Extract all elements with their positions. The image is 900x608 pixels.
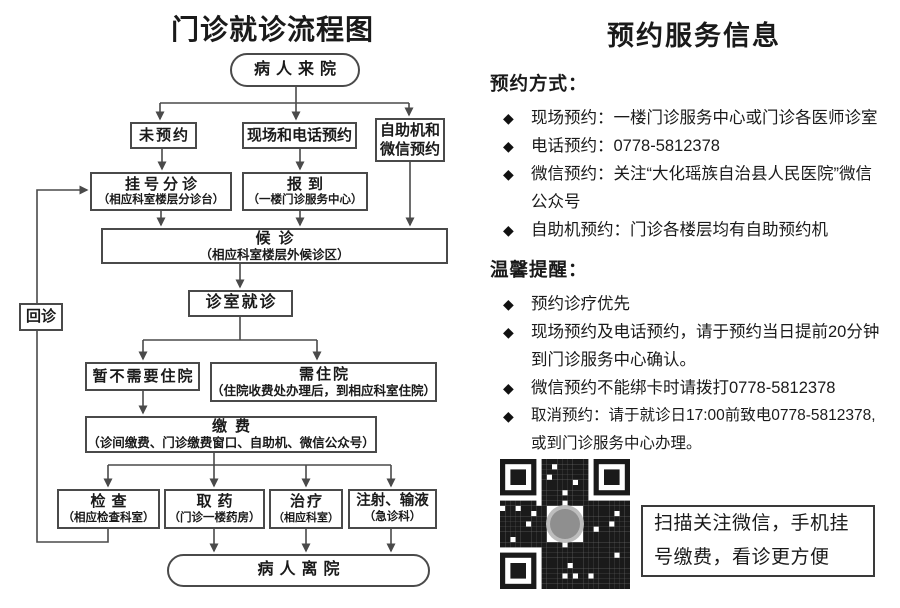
node-waiting: 候诊 （相应科室楼层外候诊区）: [101, 228, 448, 264]
node-label: 检查: [90, 493, 133, 511]
node-label: 治疗: [289, 493, 324, 511]
node-payment: 缴费 （诊间缴费、门诊缴费窗口、自助机、微信公众号）: [85, 416, 377, 453]
node-exam: 检查 （相应检查科室）: [57, 489, 160, 529]
list-item-text: 微信预约：关注“大化瑶族自治县人民医院”微信公众号: [531, 165, 872, 211]
node-label: 自助机和微信预约: [379, 122, 440, 158]
node-label: 未预约: [138, 126, 190, 144]
list-item-text: 现场预约：一楼门诊服务中心或门诊各医师诊室: [531, 109, 878, 127]
node-register-triage: 挂号分诊 （相应科室楼层分诊台）: [90, 172, 232, 211]
node-sublabel: （相应科室楼层外候诊区）: [199, 247, 350, 262]
diamond-bullet-icon: ◆: [503, 166, 514, 182]
diamond-bullet-icon: ◆: [503, 380, 514, 396]
node-machine-wechat-appointment: 自助机和微信预约: [375, 118, 445, 162]
node-checkin: 报到 （一楼门诊服务中心）: [242, 172, 368, 211]
list-item: ◆ 电话预约：0778-5812378: [490, 132, 894, 160]
node-label: 诊室就诊: [205, 294, 278, 312]
node-label: 病人来院: [253, 60, 342, 78]
list-item-text: 取消预约：请于就诊日17:00前致电0778-5812378,或到门诊服务中心办…: [531, 407, 876, 452]
node-treatment: 治疗 （相应科室）: [269, 489, 343, 529]
node-sublabel: （门诊一楼药房）: [168, 511, 261, 524]
node-sublabel: （一楼门诊服务中心）: [247, 194, 363, 207]
node-label: 回诊: [25, 308, 56, 326]
node-label: 挂号分诊: [124, 175, 201, 193]
node-label: 报到: [286, 175, 329, 193]
list-item-text: 现场预约及电话预约，请于预约当日提前20分钟到门诊服务中心确认。: [531, 323, 880, 369]
node-sublabel: （诊间缴费、门诊缴费窗口、自助机、微信公众号）: [87, 436, 375, 451]
appointment-info-panel: 预约方式： ◆ 现场预约：一楼门诊服务中心或门诊各医师诊室 ◆ 电话预约：077…: [490, 72, 894, 458]
list-item: ◆ 现场预约：一楼门诊服务中心或门诊各医师诊室: [490, 104, 894, 132]
node-label: 暂不需要住院: [92, 367, 195, 385]
list-item-text: 预约诊疗优先: [531, 295, 630, 313]
node-pharmacy: 取药 （门诊一楼药房）: [164, 489, 265, 529]
diamond-bullet-icon: ◆: [503, 324, 514, 340]
node-label: 需住院: [298, 365, 350, 383]
node-sublabel: （相应科室）: [273, 511, 339, 524]
list-item-text: 自助机预约：门诊各楼层均有自助预约机: [531, 221, 828, 239]
node-label: 缴费: [211, 418, 258, 436]
node-label: 现场和电话预约: [246, 126, 352, 144]
node-sublabel: （住院收费处办理后，到相应科室住院）: [211, 383, 437, 398]
qr-caption-box: 扫描关注微信，手机挂号缴费，看诊更方便: [641, 505, 875, 577]
node-label: 取药: [196, 493, 239, 511]
list-item-text: 电话预约：0778-5812378: [531, 137, 720, 155]
info-title: 预约服务信息: [607, 21, 781, 51]
diamond-bullet-icon: ◆: [503, 408, 514, 424]
node-no-appointment: 未预约: [130, 122, 197, 149]
diamond-bullet-icon: ◆: [503, 138, 514, 154]
diamond-bullet-icon: ◆: [503, 110, 514, 126]
diamond-bullet-icon: ◆: [503, 296, 514, 312]
wechat-qr-code: [500, 459, 630, 589]
flowchart-title: 门诊就诊流程图: [170, 14, 374, 45]
node-sublabel: （相应科室楼层分诊台）: [97, 194, 225, 207]
node-label: 病人离院: [257, 561, 346, 579]
list-item: ◆ 现场预约及电话预约，请于预约当日提前20分钟到门诊服务中心确认。: [490, 318, 894, 374]
node-return-visit: 回诊: [19, 303, 63, 331]
node-injection-infusion: 注射、输液 （急诊科）: [348, 489, 437, 529]
node-sublabel: （急诊科）: [363, 511, 422, 524]
node-need-hospitalization: 需住院 （住院收费处办理后，到相应科室住院）: [210, 362, 437, 402]
list-item: ◆ 微信预约：关注“大化瑶族自治县人民医院”微信公众号: [490, 160, 894, 216]
node-no-hospitalization: 暂不需要住院: [85, 362, 200, 391]
node-consult-room: 诊室就诊: [188, 290, 293, 317]
node-label: 注射、输液: [356, 493, 429, 510]
node-patient-arrive: 病人来院: [230, 53, 360, 87]
list-item: ◆ 取消预约：请于就诊日17:00前致电0778-5812378,或到门诊服务中…: [490, 402, 894, 458]
list-item-text: 微信预约不能绑卡时请拨打0778-5812378: [531, 379, 836, 397]
node-sublabel: （相应检查科室）: [62, 511, 155, 524]
list-item: ◆ 微信预约不能绑卡时请拨打0778-5812378: [490, 374, 894, 402]
reminder-heading: 温馨提醒：: [490, 259, 588, 280]
list-item: ◆ 预约诊疗优先: [490, 290, 894, 318]
node-patient-depart: 病人离院: [167, 554, 430, 587]
list-item: ◆ 自助机预约：门诊各楼层均有自助预约机: [490, 216, 894, 244]
diamond-bullet-icon: ◆: [503, 222, 514, 238]
node-onsite-phone-appointment: 现场和电话预约: [242, 122, 357, 149]
booking-methods-heading: 预约方式：: [490, 73, 588, 94]
node-label: 候诊: [255, 229, 302, 247]
qr-caption-text: 扫描关注微信，手机挂号缴费，看诊更方便: [654, 513, 850, 568]
